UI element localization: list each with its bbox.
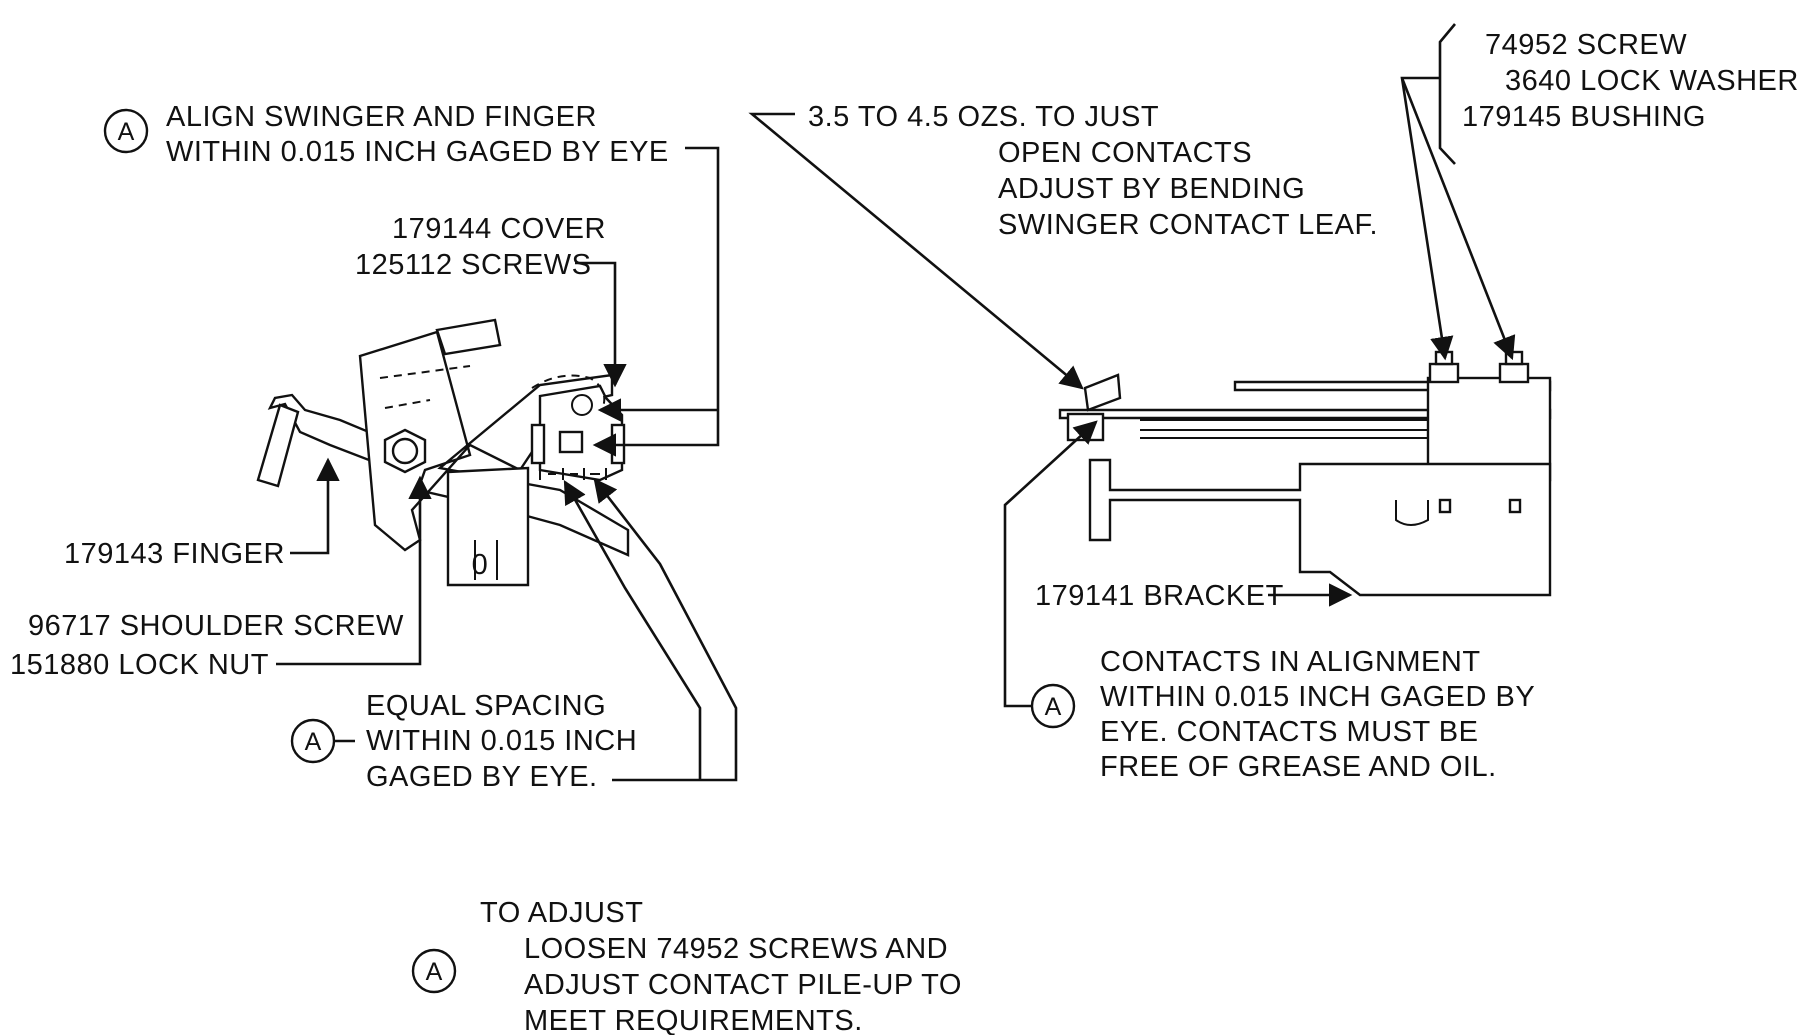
- pile-up-screw-right: [1498, 362, 1530, 384]
- finger-assembly: 0: [256, 318, 630, 587]
- label-contacts-3: EYE. CONTACTS MUST BE: [1100, 716, 1478, 748]
- label-cover-2: 125112 SCREWS: [355, 249, 591, 281]
- callout-a-contacts: A: [1030, 683, 1076, 729]
- callout-a-align: A: [103, 108, 149, 154]
- leader-finger: [290, 457, 340, 555]
- callout-a-adjust: A: [411, 948, 457, 994]
- leader-tension: [748, 112, 1084, 390]
- svg-text:A: A: [118, 118, 135, 146]
- label-contacts-4: FREE OF GREASE AND OIL.: [1100, 751, 1497, 783]
- svg-text:A: A: [426, 958, 443, 986]
- pile-up-screw-left: [1428, 362, 1460, 384]
- leader-cover: [575, 261, 627, 388]
- contact-tip: [1066, 412, 1105, 442]
- label-equal-2: WITHIN 0.015 INCH: [366, 725, 637, 757]
- label-adjust-2: LOOSEN 74952 SCREWS AND: [524, 933, 948, 965]
- leader-align: [592, 146, 720, 457]
- label-cover-1: 179144 COVER: [392, 213, 606, 245]
- label-hw-1: 74952 SCREW: [1485, 29, 1687, 61]
- label-align-2: WITHIN 0.015 INCH GAGED BY EYE: [166, 136, 669, 168]
- mounting-base: [446, 466, 530, 587]
- label-hw-3: 179145 BUSHING: [1462, 101, 1706, 133]
- label-tension-2: OPEN CONTACTS: [998, 137, 1252, 169]
- leader-shoulder: [276, 475, 432, 666]
- label-adjust-4: MEET REQUIREMENTS.: [524, 1005, 863, 1035]
- label-hw-2: 3640 LOCK WASHER: [1505, 65, 1799, 97]
- label-adjust-3: ADJUST CONTACT PILE-UP TO: [524, 969, 962, 1001]
- finger-tip: [256, 403, 300, 488]
- svg-text:A: A: [1045, 693, 1062, 721]
- label-contacts-1: CONTACTS IN ALIGNMENT: [1100, 646, 1481, 678]
- svg-text:A: A: [305, 728, 322, 756]
- label-equal-1: EQUAL SPACING: [366, 690, 606, 722]
- callout-a-equal: A: [290, 718, 355, 764]
- label-bracket: 179141 BRACKET: [1035, 580, 1284, 612]
- label-contacts-2: WITHIN 0.015 INCH GAGED BY: [1100, 681, 1535, 713]
- bracket-179141: [1088, 458, 1552, 597]
- lever-top-tab: [435, 318, 502, 356]
- label-finger: 179143 FINGER: [64, 538, 285, 570]
- label-tension-4: SWINGER CONTACT LEAF.: [998, 209, 1378, 241]
- leader-contacts: [1003, 420, 1098, 708]
- label-align-1: ALIGN SWINGER AND FINGER: [166, 101, 597, 133]
- leader-hardware: [1400, 23, 1516, 361]
- label-shoulder-2: 151880 LOCK NUT: [10, 649, 269, 681]
- label-tension-3: ADJUST BY BENDING: [998, 173, 1305, 205]
- leader-equal: [593, 478, 738, 782]
- label-shoulder-1: 96717 SHOULDER SCREW: [28, 610, 404, 642]
- contact-pile-up: [1058, 350, 1552, 597]
- label-tension-1: 3.5 TO 4.5 OZS. TO JUST: [808, 101, 1159, 133]
- label-equal-3: GAGED BY EYE.: [366, 761, 598, 793]
- label-adjust-1: TO ADJUST: [480, 897, 644, 929]
- spacing-marks: [539, 468, 607, 480]
